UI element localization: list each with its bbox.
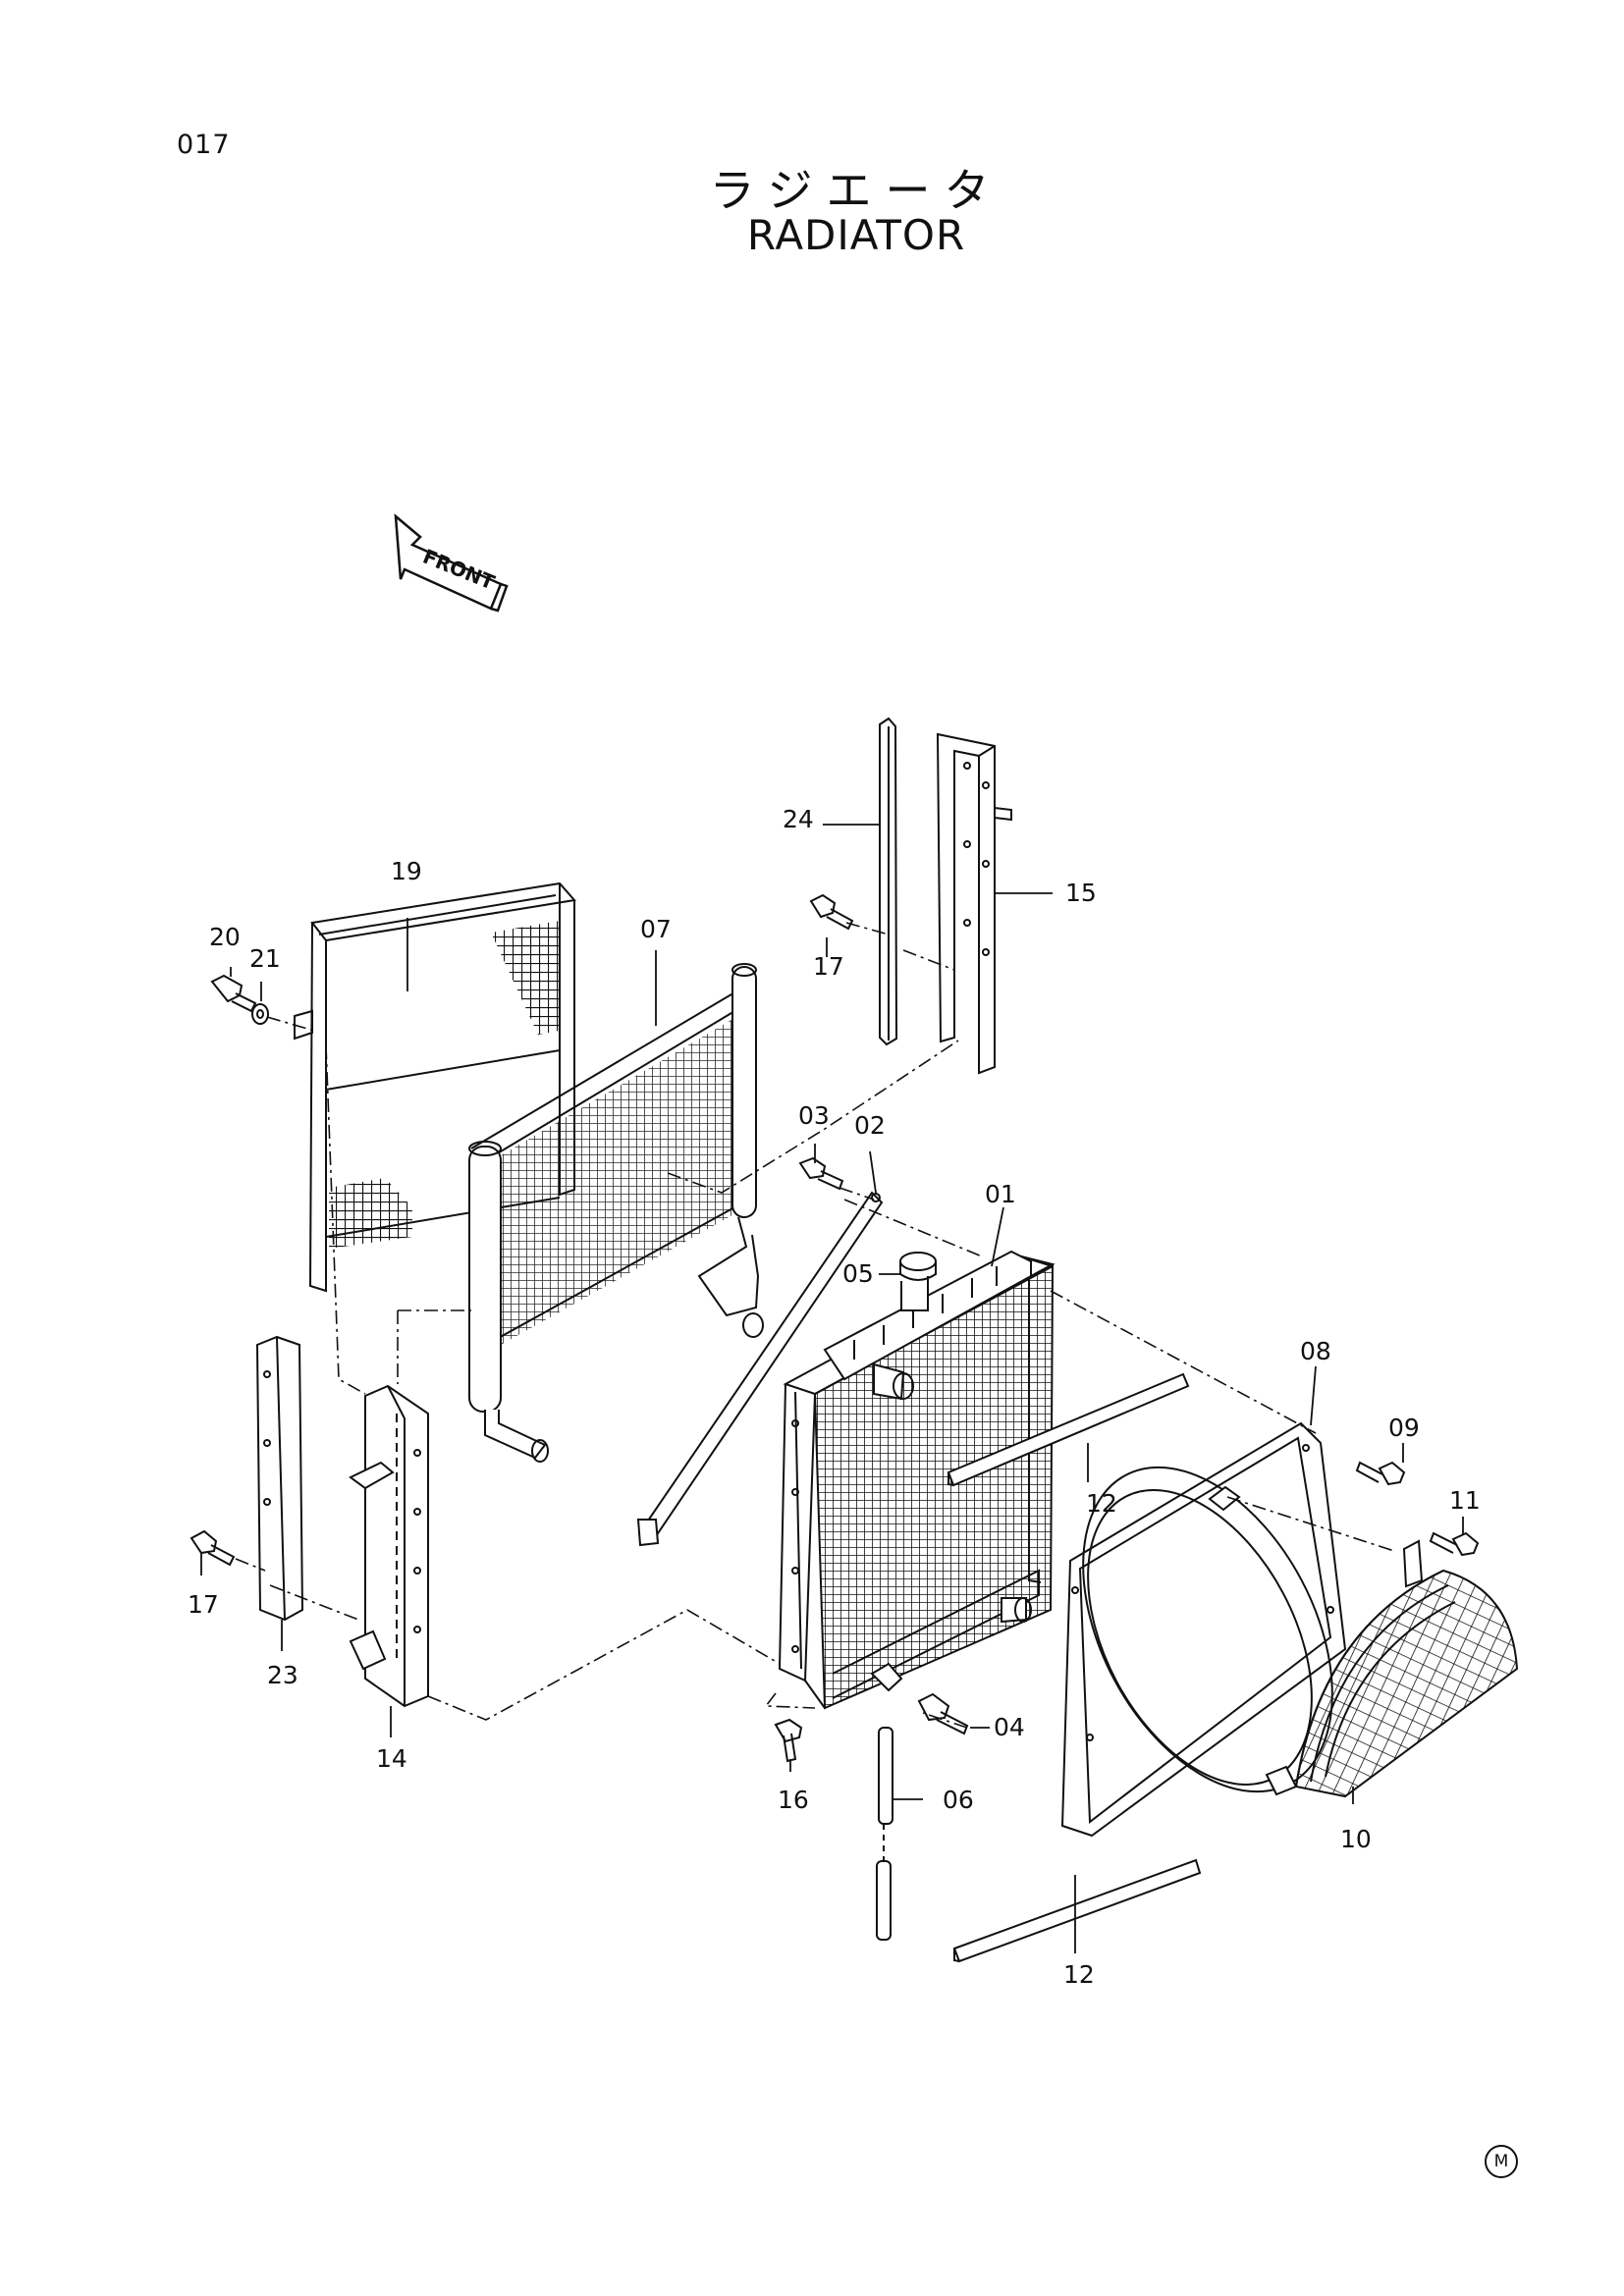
title-english: RADIATOR bbox=[746, 211, 966, 259]
callout-21: 21 bbox=[249, 944, 281, 973]
callout-16: 16 bbox=[778, 1786, 809, 1814]
callout-15: 15 bbox=[1065, 879, 1097, 907]
callout-09: 09 bbox=[1388, 1414, 1420, 1442]
part-09-bolt bbox=[1355, 1461, 1406, 1486]
part-16-bolt bbox=[774, 1718, 803, 1763]
maker-mark: M bbox=[1485, 2145, 1518, 2178]
page-number: 017 bbox=[177, 130, 231, 160]
callout-17-top: 17 bbox=[813, 952, 844, 981]
callout-04: 04 bbox=[994, 1713, 1025, 1741]
front-arrow: FRONT bbox=[394, 513, 509, 613]
part-17-bolt-top bbox=[809, 893, 854, 931]
callout-17-left: 17 bbox=[188, 1590, 219, 1619]
assembly-lines bbox=[235, 922, 1395, 1729]
part-05-radiator-cap bbox=[899, 1252, 937, 1281]
callout-20: 20 bbox=[209, 923, 241, 951]
part-04-drain-cock bbox=[917, 1692, 969, 1735]
title-japanese: ラジエータ bbox=[709, 164, 1003, 217]
part-07-oil-cooler bbox=[468, 963, 764, 1463]
callout-14: 14 bbox=[376, 1744, 407, 1773]
part-12-seal-strip-lower bbox=[952, 1858, 1202, 1963]
callout-05: 05 bbox=[842, 1259, 874, 1288]
part-03-bolt bbox=[798, 1156, 844, 1191]
callout-24: 24 bbox=[783, 805, 814, 833]
part-14-side-bracket bbox=[349, 1384, 429, 1708]
callout-labels: 19 20 21 07 24 15 17 03 02 01 05 08 09 1… bbox=[188, 805, 1481, 1989]
callout-06: 06 bbox=[943, 1786, 974, 1814]
callout-10: 10 bbox=[1340, 1825, 1372, 1853]
part-19-screen bbox=[294, 881, 576, 1293]
callout-02: 02 bbox=[854, 1111, 886, 1140]
part-24-seal-strip bbox=[879, 717, 898, 1046]
part-01-radiator bbox=[778, 1250, 1056, 1710]
part-02-stay bbox=[636, 1191, 884, 1547]
callout-12-upper: 12 bbox=[1086, 1489, 1117, 1518]
part-10-fan-guard bbox=[1265, 1539, 1519, 1798]
callout-01: 01 bbox=[985, 1180, 1016, 1208]
part-15-side-bracket bbox=[936, 732, 1012, 1075]
callout-23: 23 bbox=[267, 1661, 298, 1689]
callout-11: 11 bbox=[1449, 1486, 1481, 1515]
part-11-bolt bbox=[1429, 1531, 1480, 1557]
part-21-washer bbox=[251, 1003, 269, 1025]
part-23-bracket bbox=[255, 1335, 304, 1622]
leader-lines bbox=[200, 824, 1464, 1953]
callout-03: 03 bbox=[798, 1101, 830, 1130]
callout-19: 19 bbox=[391, 857, 422, 885]
part-12-seal-strip-upper bbox=[947, 1372, 1190, 1487]
part-06-hose bbox=[876, 1727, 893, 1941]
part-17-bolt-left bbox=[189, 1529, 236, 1567]
part-08-fan-shroud bbox=[1060, 1421, 1347, 1838]
part-20-wing-bolt bbox=[210, 974, 257, 1013]
callout-08: 08 bbox=[1300, 1337, 1331, 1365]
callout-12-lower: 12 bbox=[1063, 1960, 1095, 1989]
callout-07: 07 bbox=[640, 915, 672, 943]
